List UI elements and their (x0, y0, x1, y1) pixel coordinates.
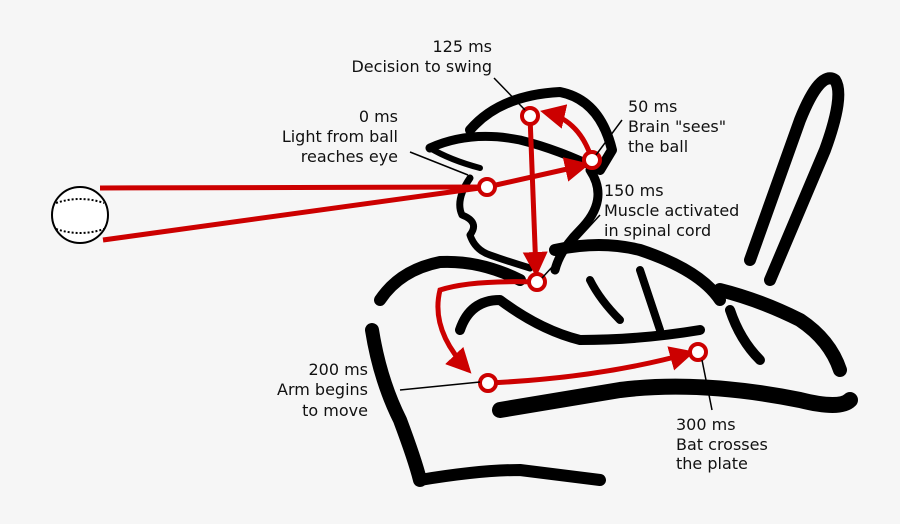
label-time: 125 ms (432, 37, 492, 56)
label-text: in spinal cord (604, 221, 711, 240)
light-ray-top (99, 184, 488, 191)
batter-silhouette (365, 72, 858, 487)
label-text: Arm begins (277, 380, 368, 399)
arrow-eye-to-brain (486, 157, 590, 190)
label-text: to move (302, 401, 368, 420)
label-text: the ball (628, 137, 688, 156)
light-ray-bottom (102, 184, 488, 243)
label-text: reaches eye (301, 147, 398, 166)
arrow-spine-to-arm (435, 279, 538, 374)
leader-lines (399, 77, 713, 411)
label-150ms: 150 ms Muscle activated in spinal cord (604, 181, 739, 240)
label-time: 300 ms (676, 415, 736, 434)
label-text: Bat crosses (676, 435, 768, 454)
label-time: 0 ms (359, 107, 398, 126)
node-50ms (582, 150, 602, 170)
signal-path (99, 104, 695, 386)
label-text: Light from ball (282, 127, 398, 146)
arrow-arm-to-bat (487, 346, 695, 386)
node-300ms (688, 342, 708, 362)
node-0ms (477, 177, 497, 197)
node-200ms (478, 373, 498, 393)
label-125ms: 125 ms Decision to swing (351, 37, 492, 76)
label-time: 150 ms (604, 181, 664, 200)
label-200ms: 200 ms Arm begins to move (277, 360, 368, 420)
node-125ms (520, 106, 540, 126)
baseball (51, 186, 109, 244)
node-150ms (527, 272, 547, 292)
label-text: the plate (676, 454, 748, 473)
label-50ms: 50 ms Brain "sees" the ball (628, 97, 726, 156)
label-time: 200 ms (308, 360, 368, 379)
label-text: Brain "sees" (628, 117, 726, 136)
label-text: Decision to swing (351, 57, 492, 76)
label-300ms: 300 ms Bat crosses the plate (676, 415, 768, 473)
label-0ms: 0 ms Light from ball reaches eye (282, 107, 398, 166)
label-time: 50 ms (628, 97, 677, 116)
arrow-decision-to-spine (522, 115, 548, 277)
label-text: Muscle activated (604, 201, 739, 220)
